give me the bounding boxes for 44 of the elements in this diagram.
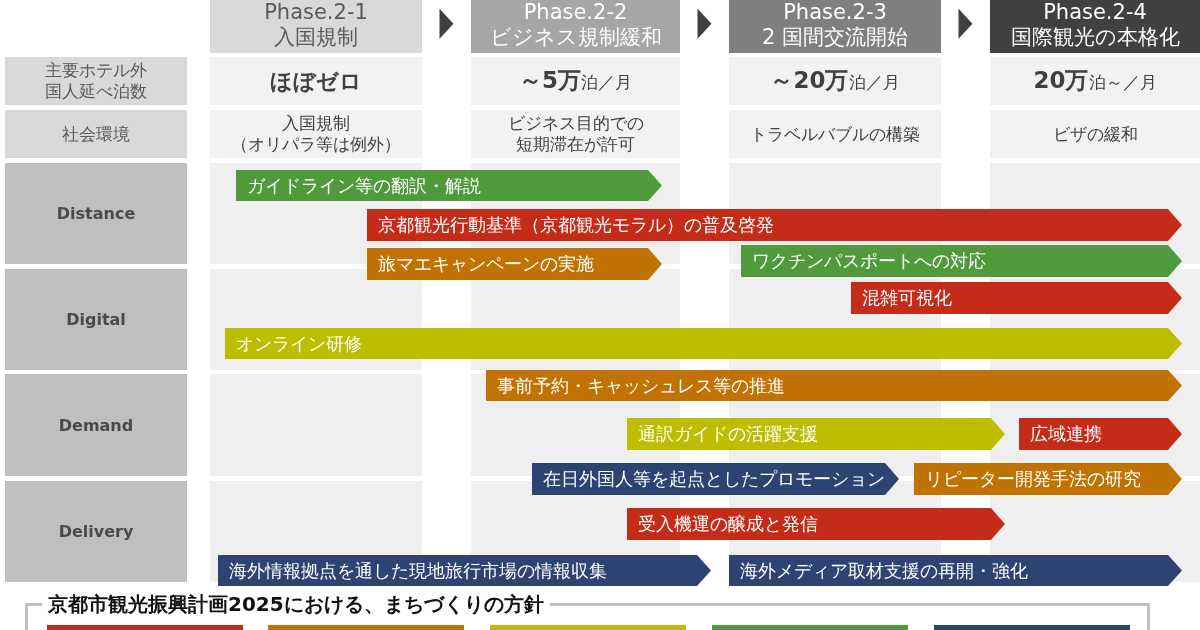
table-cell: トラベルバブルの構築 xyxy=(729,110,941,158)
phase-number: Phase.2-3 xyxy=(782,0,888,25)
table-cell: 入国規制（オリパラ等は例外） xyxy=(210,110,422,158)
row-header: 社会環境 xyxy=(5,110,187,158)
table-cell: ほぼゼロ xyxy=(210,57,422,105)
phase-header xyxy=(210,0,422,53)
chevron-arrow xyxy=(697,8,712,39)
task-bar: 在日外国人等を起点としたプロモーション xyxy=(532,463,899,495)
chevron-arrow xyxy=(439,8,454,39)
task-bar: 海外情報拠点を通した現地旅行市場の情報収集 xyxy=(218,555,711,586)
phase-number: Phase.2-2 xyxy=(522,0,629,25)
task-bar: 事前予約・キャッシュレス等の推進 xyxy=(486,370,1182,401)
task-bar: リピーター開発手法の研究 xyxy=(914,463,1182,495)
phase-title: 入国規制 xyxy=(273,25,359,50)
phase-header xyxy=(471,0,680,53)
chevron-arrow xyxy=(958,8,973,39)
lane-header: Distance xyxy=(5,163,187,264)
task-bar: ガイドライン等の翻訳・解説 xyxy=(236,170,662,201)
phase-number: Phase.2-1 xyxy=(263,0,369,25)
phase-number: Phase.2-4 xyxy=(1042,0,1148,25)
phase-header xyxy=(990,0,1200,53)
table-cell: ビジネス目的での短期滞在が許可 xyxy=(471,110,680,158)
phase-title: 2 国間交流開始 xyxy=(760,25,909,50)
phase-title: ビジネス規制緩和 xyxy=(488,25,663,50)
task-bar: 混雑可視化 xyxy=(851,282,1182,314)
frame-title: 京都市観光振興計画2025における、まちづくりの方針 xyxy=(42,592,550,616)
task-bar: 通訳ガイドの活躍支援 xyxy=(627,418,1005,450)
task-bar: 広域連携 xyxy=(1019,418,1182,450)
phase-header xyxy=(729,0,941,53)
row-header: 主要ホテル外国人延べ泊数 xyxy=(5,57,187,105)
task-bar: 海外メディア取材支援の再開・強化 xyxy=(729,555,1182,586)
task-bar: 京都観光行動基準（京都観光モラル）の普及啓発 xyxy=(367,209,1182,241)
table-cell: ～5万泊／月 xyxy=(471,57,680,105)
lane-header: Digital xyxy=(5,269,187,370)
task-bar: 受入機運の醸成と発信 xyxy=(627,508,1005,540)
lane-header: Delivery xyxy=(5,481,187,582)
lane-header: Demand xyxy=(5,374,187,476)
task-bar: オンライン研修 xyxy=(225,328,1182,359)
task-bar: 旅マエキャンペーンの実施 xyxy=(367,248,662,280)
table-cell: ～20万泊／月 xyxy=(729,57,941,105)
task-bar: ワクチンパスポートへの対応 xyxy=(741,245,1182,277)
table-cell: 20万泊～／月 xyxy=(990,57,1200,105)
table-cell: ビザの緩和 xyxy=(990,110,1200,158)
phase-title: 国際観光の本格化 xyxy=(1009,25,1181,50)
